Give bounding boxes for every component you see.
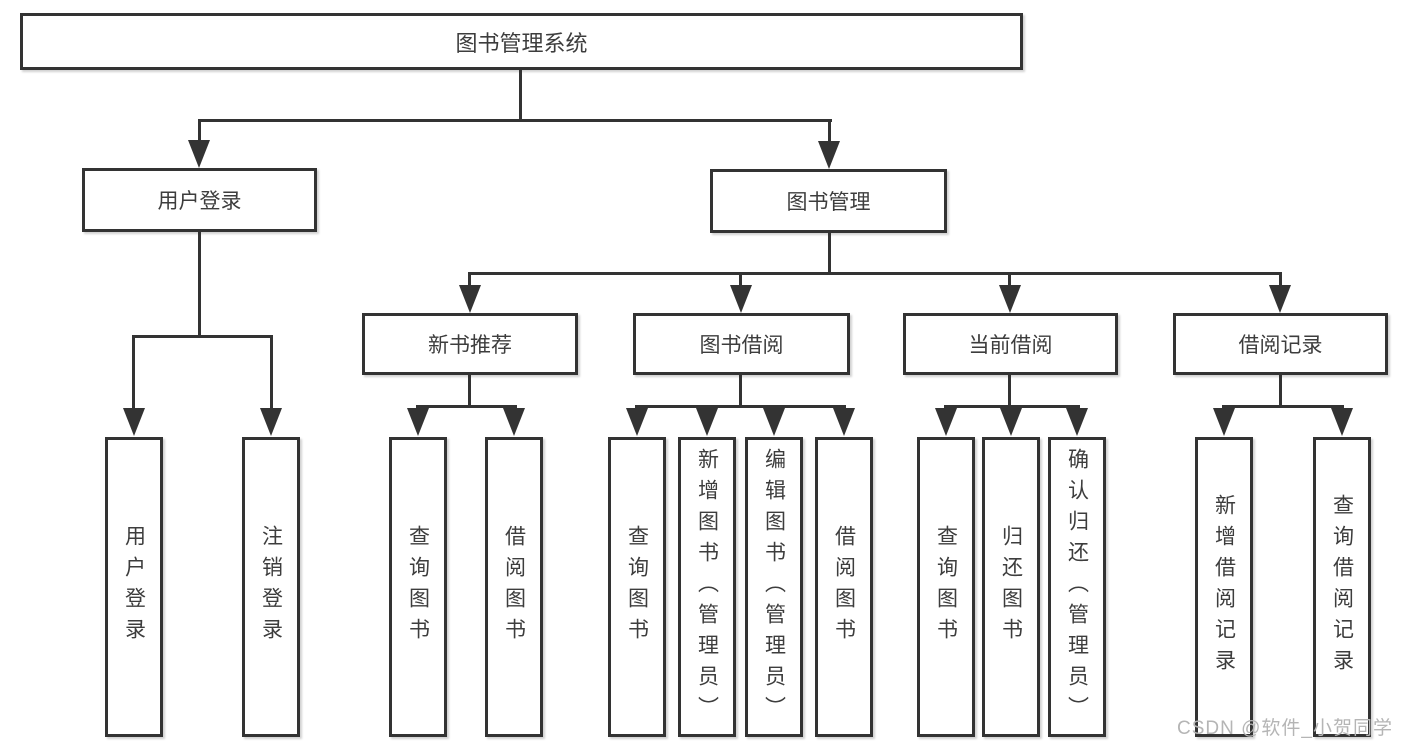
connector-line bbox=[944, 405, 1080, 408]
leaf-query-books: 查询图书 bbox=[389, 437, 447, 737]
arrow-down-icon bbox=[1066, 408, 1088, 436]
node-book-management: 图书管理 bbox=[710, 169, 947, 233]
leaf-return-books: 归还图书 bbox=[982, 437, 1040, 737]
connector-line bbox=[828, 119, 831, 145]
connector-line bbox=[417, 405, 517, 408]
leaf-borrow-books: 借阅图书 bbox=[815, 437, 873, 737]
leaf-label: 查询借阅记录 bbox=[1330, 494, 1354, 680]
node-label: 借阅记录 bbox=[1238, 334, 1323, 357]
connector-line bbox=[132, 335, 273, 338]
connector-line bbox=[270, 335, 273, 412]
arrow-down-icon bbox=[818, 141, 840, 169]
leaf-user-login: 用户登录 bbox=[105, 437, 163, 737]
leaf-logout: 注销登录 bbox=[242, 437, 300, 737]
node-user-login: 用户登录 bbox=[82, 168, 317, 232]
arrow-down-icon bbox=[1269, 285, 1291, 313]
arrow-down-icon bbox=[935, 408, 957, 436]
arrow-down-icon bbox=[696, 408, 718, 436]
leaf-label: 归还图书 bbox=[999, 525, 1023, 649]
leaf-label: 查询图书 bbox=[625, 525, 649, 649]
leaf-label: 新增图书（管理员） bbox=[695, 447, 719, 727]
connector-line bbox=[1008, 272, 1011, 289]
arrow-down-icon bbox=[1000, 408, 1022, 436]
connector-line bbox=[519, 70, 522, 122]
leaf-query-books: 查询图书 bbox=[917, 437, 975, 737]
connector-line bbox=[635, 405, 846, 408]
arrow-down-icon bbox=[260, 408, 282, 436]
leaf-label: 借阅图书 bbox=[502, 525, 526, 649]
leaf-add-books-admin: 新增图书（管理员） bbox=[678, 437, 736, 737]
arrow-down-icon bbox=[188, 140, 210, 168]
arrow-down-icon bbox=[763, 408, 785, 436]
node-label: 图书管理系统 bbox=[455, 30, 588, 56]
connector-line bbox=[468, 272, 471, 289]
node-label: 用户登录 bbox=[157, 190, 242, 213]
arrow-down-icon bbox=[833, 408, 855, 436]
connector-line bbox=[198, 119, 832, 122]
arrow-down-icon bbox=[730, 285, 752, 313]
leaf-label: 借阅图书 bbox=[832, 525, 856, 649]
connector-line bbox=[1008, 375, 1011, 408]
arrow-down-icon bbox=[1213, 408, 1235, 436]
leaf-label: 查询图书 bbox=[406, 525, 430, 649]
leaf-edit-books-admin: 编辑图书（管理员） bbox=[745, 437, 803, 737]
arrow-down-icon bbox=[503, 408, 525, 436]
arrow-down-icon bbox=[459, 285, 481, 313]
leaf-label: 确认归还（管理员） bbox=[1065, 447, 1089, 727]
node-borrowing-records: 借阅记录 bbox=[1173, 313, 1388, 375]
leaf-label: 新增借阅记录 bbox=[1212, 494, 1236, 680]
connector-line bbox=[828, 233, 831, 275]
connector-line bbox=[739, 272, 742, 289]
leaf-label: 用户登录 bbox=[122, 525, 146, 649]
leaf-query-books: 查询图书 bbox=[608, 437, 666, 737]
arrow-down-icon bbox=[626, 408, 648, 436]
arrow-down-icon bbox=[123, 408, 145, 436]
arrow-down-icon bbox=[1331, 408, 1353, 436]
connector-line bbox=[468, 375, 471, 408]
connector-line bbox=[198, 119, 201, 144]
leaf-label: 注销登录 bbox=[259, 525, 283, 649]
leaf-borrow-books: 借阅图书 bbox=[485, 437, 543, 737]
leaf-add-borrow-record: 新增借阅记录 bbox=[1195, 437, 1253, 737]
connector-line bbox=[1222, 405, 1344, 408]
leaf-label: 编辑图书（管理员） bbox=[762, 447, 786, 727]
connector-line bbox=[198, 232, 201, 338]
node-label: 当前借阅 bbox=[968, 334, 1053, 357]
connector-line bbox=[1279, 375, 1282, 408]
connector-line bbox=[468, 272, 1282, 275]
node-book-borrowing: 图书借阅 bbox=[633, 313, 850, 375]
connector-line bbox=[739, 375, 742, 408]
arrow-down-icon bbox=[999, 285, 1021, 313]
node-current-borrowing: 当前借阅 bbox=[903, 313, 1118, 375]
leaf-confirm-return-admin: 确认归还（管理员） bbox=[1048, 437, 1106, 737]
node-library-management-system: 图书管理系统 bbox=[20, 13, 1023, 70]
leaf-query-borrow-record: 查询借阅记录 bbox=[1313, 437, 1371, 737]
node-label: 图书管理 bbox=[786, 191, 871, 214]
arrow-down-icon bbox=[407, 408, 429, 436]
leaf-label: 查询图书 bbox=[934, 525, 958, 649]
node-label: 图书借阅 bbox=[699, 334, 784, 357]
node-new-book-recommendation: 新书推荐 bbox=[362, 313, 578, 375]
node-label: 新书推荐 bbox=[428, 334, 512, 357]
csdn-watermark: CSDN @软件_小贺同学 bbox=[1177, 718, 1393, 739]
connector-line bbox=[1279, 272, 1282, 289]
connector-line bbox=[132, 335, 135, 412]
